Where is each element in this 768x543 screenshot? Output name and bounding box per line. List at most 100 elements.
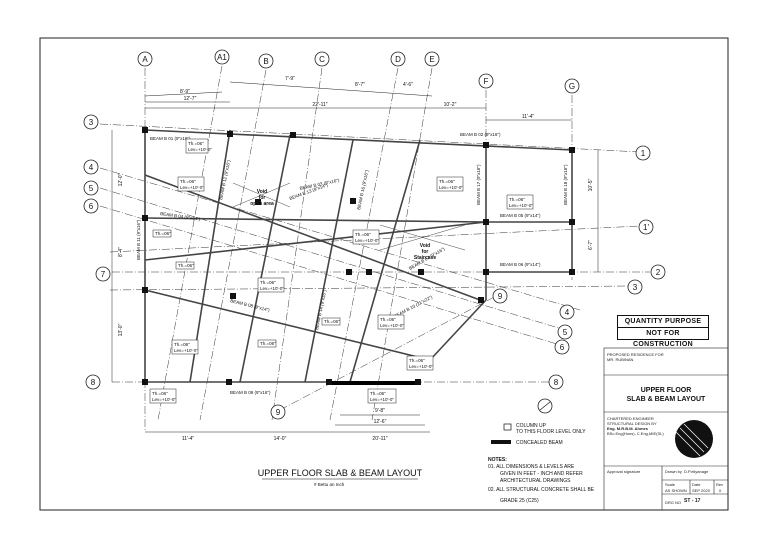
svg-text:BEAM B 02 (9"x16"): BEAM B 02 (9"x16")	[460, 132, 501, 137]
svg-text:Th.=06": Th.=06"	[178, 263, 194, 268]
grid-label-f: F	[484, 77, 489, 86]
svg-text:Th.=06": Th.=06"	[409, 358, 425, 363]
svg-text:Th.=06": Th.=06"	[439, 179, 455, 184]
beams	[144, 129, 573, 383]
drawing-subtitle: # Bettu an Inch	[314, 482, 345, 487]
grid-bubbles	[83, 49, 666, 420]
grid-bubble-labels: A A1 B C D E F G 3 4 5 6 7 8 1 1' 2 3 4 …	[89, 53, 661, 417]
tb-drg-label: DRG NO	[665, 500, 681, 505]
drawing-title: UPPER FLOOR SLAB & BEAM LAYOUT	[258, 468, 423, 478]
svg-text:Th.=06": Th.=06"	[324, 319, 340, 324]
grid-label-5: 5	[89, 184, 94, 193]
title-block	[603, 347, 729, 511]
svg-text:9'-8": 9'-8"	[375, 408, 385, 414]
svg-text:7'-9": 7'-9"	[285, 76, 295, 82]
legend-column-up: COLUMN UP	[516, 423, 547, 429]
grid-label-e: E	[429, 55, 434, 64]
grid-label-b: B	[263, 57, 268, 66]
svg-text:Th.=06": Th.=06"	[260, 341, 276, 346]
tb-rev-label: Rev	[716, 482, 724, 487]
svg-text:Th.=06": Th.=06"	[155, 231, 171, 236]
svg-text:Th.=06": Th.=06"	[260, 280, 276, 285]
svg-text:Th.=06": Th.=06"	[355, 232, 371, 237]
grid-label-6: 6	[89, 202, 94, 211]
tb-approval: Approval signature	[607, 469, 641, 474]
svg-text:BEAM B 18 (9"x16"): BEAM B 18 (9"x16")	[563, 164, 568, 205]
svg-text:BEAM B 06 (9"x14"): BEAM B 06 (9"x14")	[500, 262, 541, 267]
legend-column-icon	[503, 423, 512, 431]
svg-text:12'-0": 12'-0"	[118, 173, 124, 186]
legend-concealed-beam: CONCEALED BEAM	[516, 440, 563, 446]
grid-label-6r: 6	[560, 343, 565, 352]
void-markers	[232, 182, 466, 251]
svg-text:BEAM B 08 (9"x14"): BEAM B 08 (9"x14")	[230, 298, 271, 313]
grid-label-5r: 5	[563, 328, 568, 337]
grid-label-9r: 9	[498, 292, 503, 301]
beam-labels: BEAM B 02 (9"x16") BEAM B 01 (9"x16") BE…	[136, 132, 568, 395]
grid-label-1: 1	[641, 149, 646, 158]
tb-sheet-title: UPPER FLOOR SLAB & BEAM LAYOUT	[626, 387, 706, 403]
engineer-seal-icon	[675, 420, 713, 458]
grid-label-4r: 4	[565, 308, 570, 317]
tb-scale-label: Scale	[665, 482, 676, 487]
svg-text:Th.=06": Th.=06"	[152, 391, 168, 396]
svg-text:4'-6": 4'-6"	[403, 82, 413, 88]
svg-text:BEAM B 05 (9"x14"): BEAM B 05 (9"x14")	[500, 213, 541, 218]
svg-text:6'-7": 6'-7"	[588, 240, 594, 250]
svg-text:Lev=+10'-0": Lev=+10'-0"	[260, 286, 284, 291]
svg-text:Th.=06": Th.=06"	[509, 197, 525, 202]
svg-text:BEAM B 04 (9"x14"): BEAM B 04 (9"x14")	[160, 211, 201, 222]
svg-text:12'-6": 12'-6"	[374, 419, 387, 425]
grid-label-d: D	[395, 55, 401, 64]
svg-text:Th.=06": Th.=06"	[380, 317, 396, 322]
grid-label-1p: 1'	[643, 223, 649, 232]
svg-text:12'-7": 12'-7"	[184, 96, 197, 102]
svg-text:Th.=06": Th.=06"	[188, 141, 204, 146]
svg-text:BEAM B 17 (9"x16"): BEAM B 17 (9"x16")	[476, 164, 481, 205]
grid-label-7: 7	[101, 270, 106, 279]
grid-label-4: 4	[89, 163, 94, 172]
grid-label-c: C	[319, 55, 325, 64]
svg-text:BEAM B 11 (9"x16"): BEAM B 11 (9"x16")	[136, 219, 141, 260]
svg-text:11'-4": 11'-4"	[182, 436, 195, 442]
grid-label-a: A	[142, 55, 148, 64]
svg-text:Lev=+10'-0": Lev=+10'-0"	[174, 348, 198, 353]
legend-column-text: COLUMN UP TO THIS FLOOR LEVEL ONLY	[516, 423, 586, 435]
columns	[142, 127, 575, 385]
svg-text:22'-11": 22'-11"	[312, 102, 327, 108]
svg-text:Lev=+10'-0": Lev=+10'-0"	[439, 185, 463, 190]
svg-text:Th.=06": Th.=06"	[174, 342, 190, 347]
grid-label-8: 8	[91, 378, 96, 387]
svg-text:BEAM B 16 (9"x16"): BEAM B 16 (9"x16")	[356, 169, 369, 210]
tb-date-label: Date	[692, 482, 701, 487]
svg-text:Th.=06": Th.=06"	[370, 391, 386, 396]
svg-text:BEAM B 01 (9"x16"): BEAM B 01 (9"x16")	[150, 136, 191, 141]
grid-lines	[99, 65, 650, 430]
dimension-text: 8'-9" 12'-7" 7'-9" 8'-7" 4'-6" 22'-11" 1…	[118, 76, 594, 442]
svg-text:BEAM B 12 (9"x16"): BEAM B 12 (9"x16")	[218, 159, 231, 200]
svg-text:13'-0": 13'-0"	[118, 323, 124, 336]
svg-text:8'-9": 8'-9"	[180, 89, 190, 95]
svg-text:11'-4": 11'-4"	[522, 114, 535, 120]
grid-label-g: G	[569, 82, 575, 91]
svg-text:8'-4": 8'-4"	[118, 247, 124, 257]
grid-label-3r: 3	[633, 283, 638, 292]
tb-drawn-value: D.P.eliyanage	[684, 469, 709, 474]
svg-text:Lev=+10'-0": Lev=+10'-0"	[409, 364, 433, 369]
svg-text:20'-11": 20'-11"	[372, 436, 387, 442]
tb-scale-value: AS SHOWN	[665, 488, 687, 493]
svg-text:Lev=+10'-0": Lev=+10'-0"	[355, 238, 379, 243]
grid-label-a1: A1	[217, 53, 227, 62]
tb-project: PROPOSED RESIDENCE FOR MR. RUBINAN	[607, 352, 664, 362]
svg-text:Lev=+10'-0": Lev=+10'-0"	[380, 323, 404, 328]
svg-text:Lev=+10'-0": Lev=+10'-0"	[152, 397, 176, 402]
grid-label-3: 3	[89, 118, 94, 127]
svg-text:10'-2": 10'-2"	[444, 102, 457, 108]
svg-text:Lev=+10'-0": Lev=+10'-0"	[188, 147, 212, 152]
legend-beam-icon	[491, 440, 511, 444]
svg-text:14'-0": 14'-0"	[274, 436, 287, 442]
svg-text:10'-5": 10'-5"	[588, 178, 594, 191]
notes-heading: NOTES:	[488, 457, 507, 463]
